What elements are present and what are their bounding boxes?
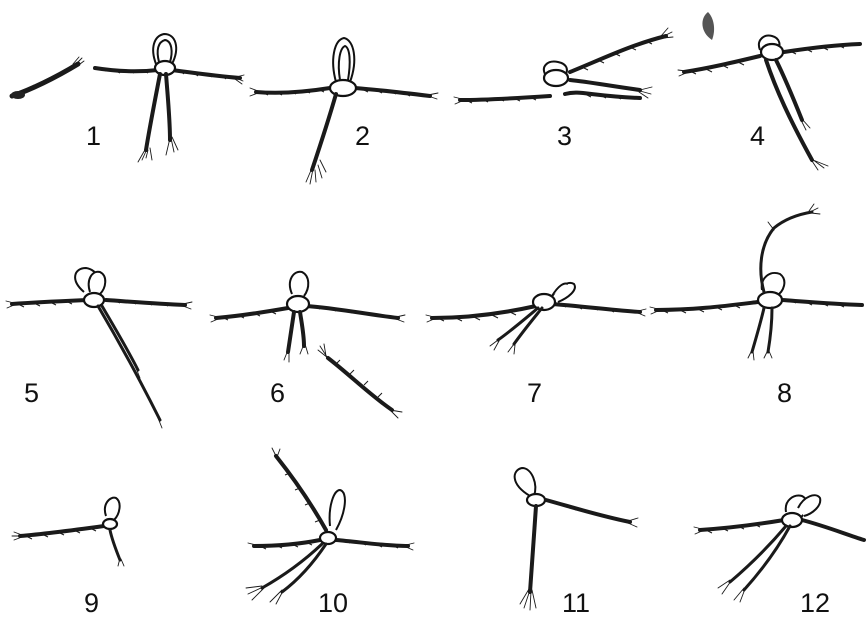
knot-step-4-icon — [678, 12, 860, 170]
step-label-4: 4 — [750, 121, 765, 151]
knot-step-2-icon — [250, 38, 438, 184]
step-label-12: 12 — [800, 588, 830, 618]
knot-step-8-icon — [650, 204, 862, 360]
step-label-9: 9 — [84, 588, 99, 618]
knot-step-7-icon — [426, 283, 646, 354]
step-label-8: 8 — [777, 378, 792, 408]
knot-step-6-icon — [210, 272, 405, 418]
step-label-7: 7 — [527, 378, 542, 408]
knot-step-3-icon — [454, 28, 673, 104]
knot-step-12-icon — [694, 495, 864, 602]
step-label-5: 5 — [24, 378, 39, 408]
step-label-6: 6 — [270, 378, 285, 408]
step-label-3: 3 — [557, 121, 572, 151]
step-label-10: 10 — [318, 588, 348, 618]
step-label-11: 11 — [562, 588, 590, 618]
knot-step-10-icon — [246, 448, 414, 604]
step-label-2: 2 — [355, 121, 370, 151]
knot-step-1-icon — [11, 34, 244, 162]
knot-step-9-icon — [12, 498, 124, 566]
step-label-1: 1 — [86, 121, 101, 151]
